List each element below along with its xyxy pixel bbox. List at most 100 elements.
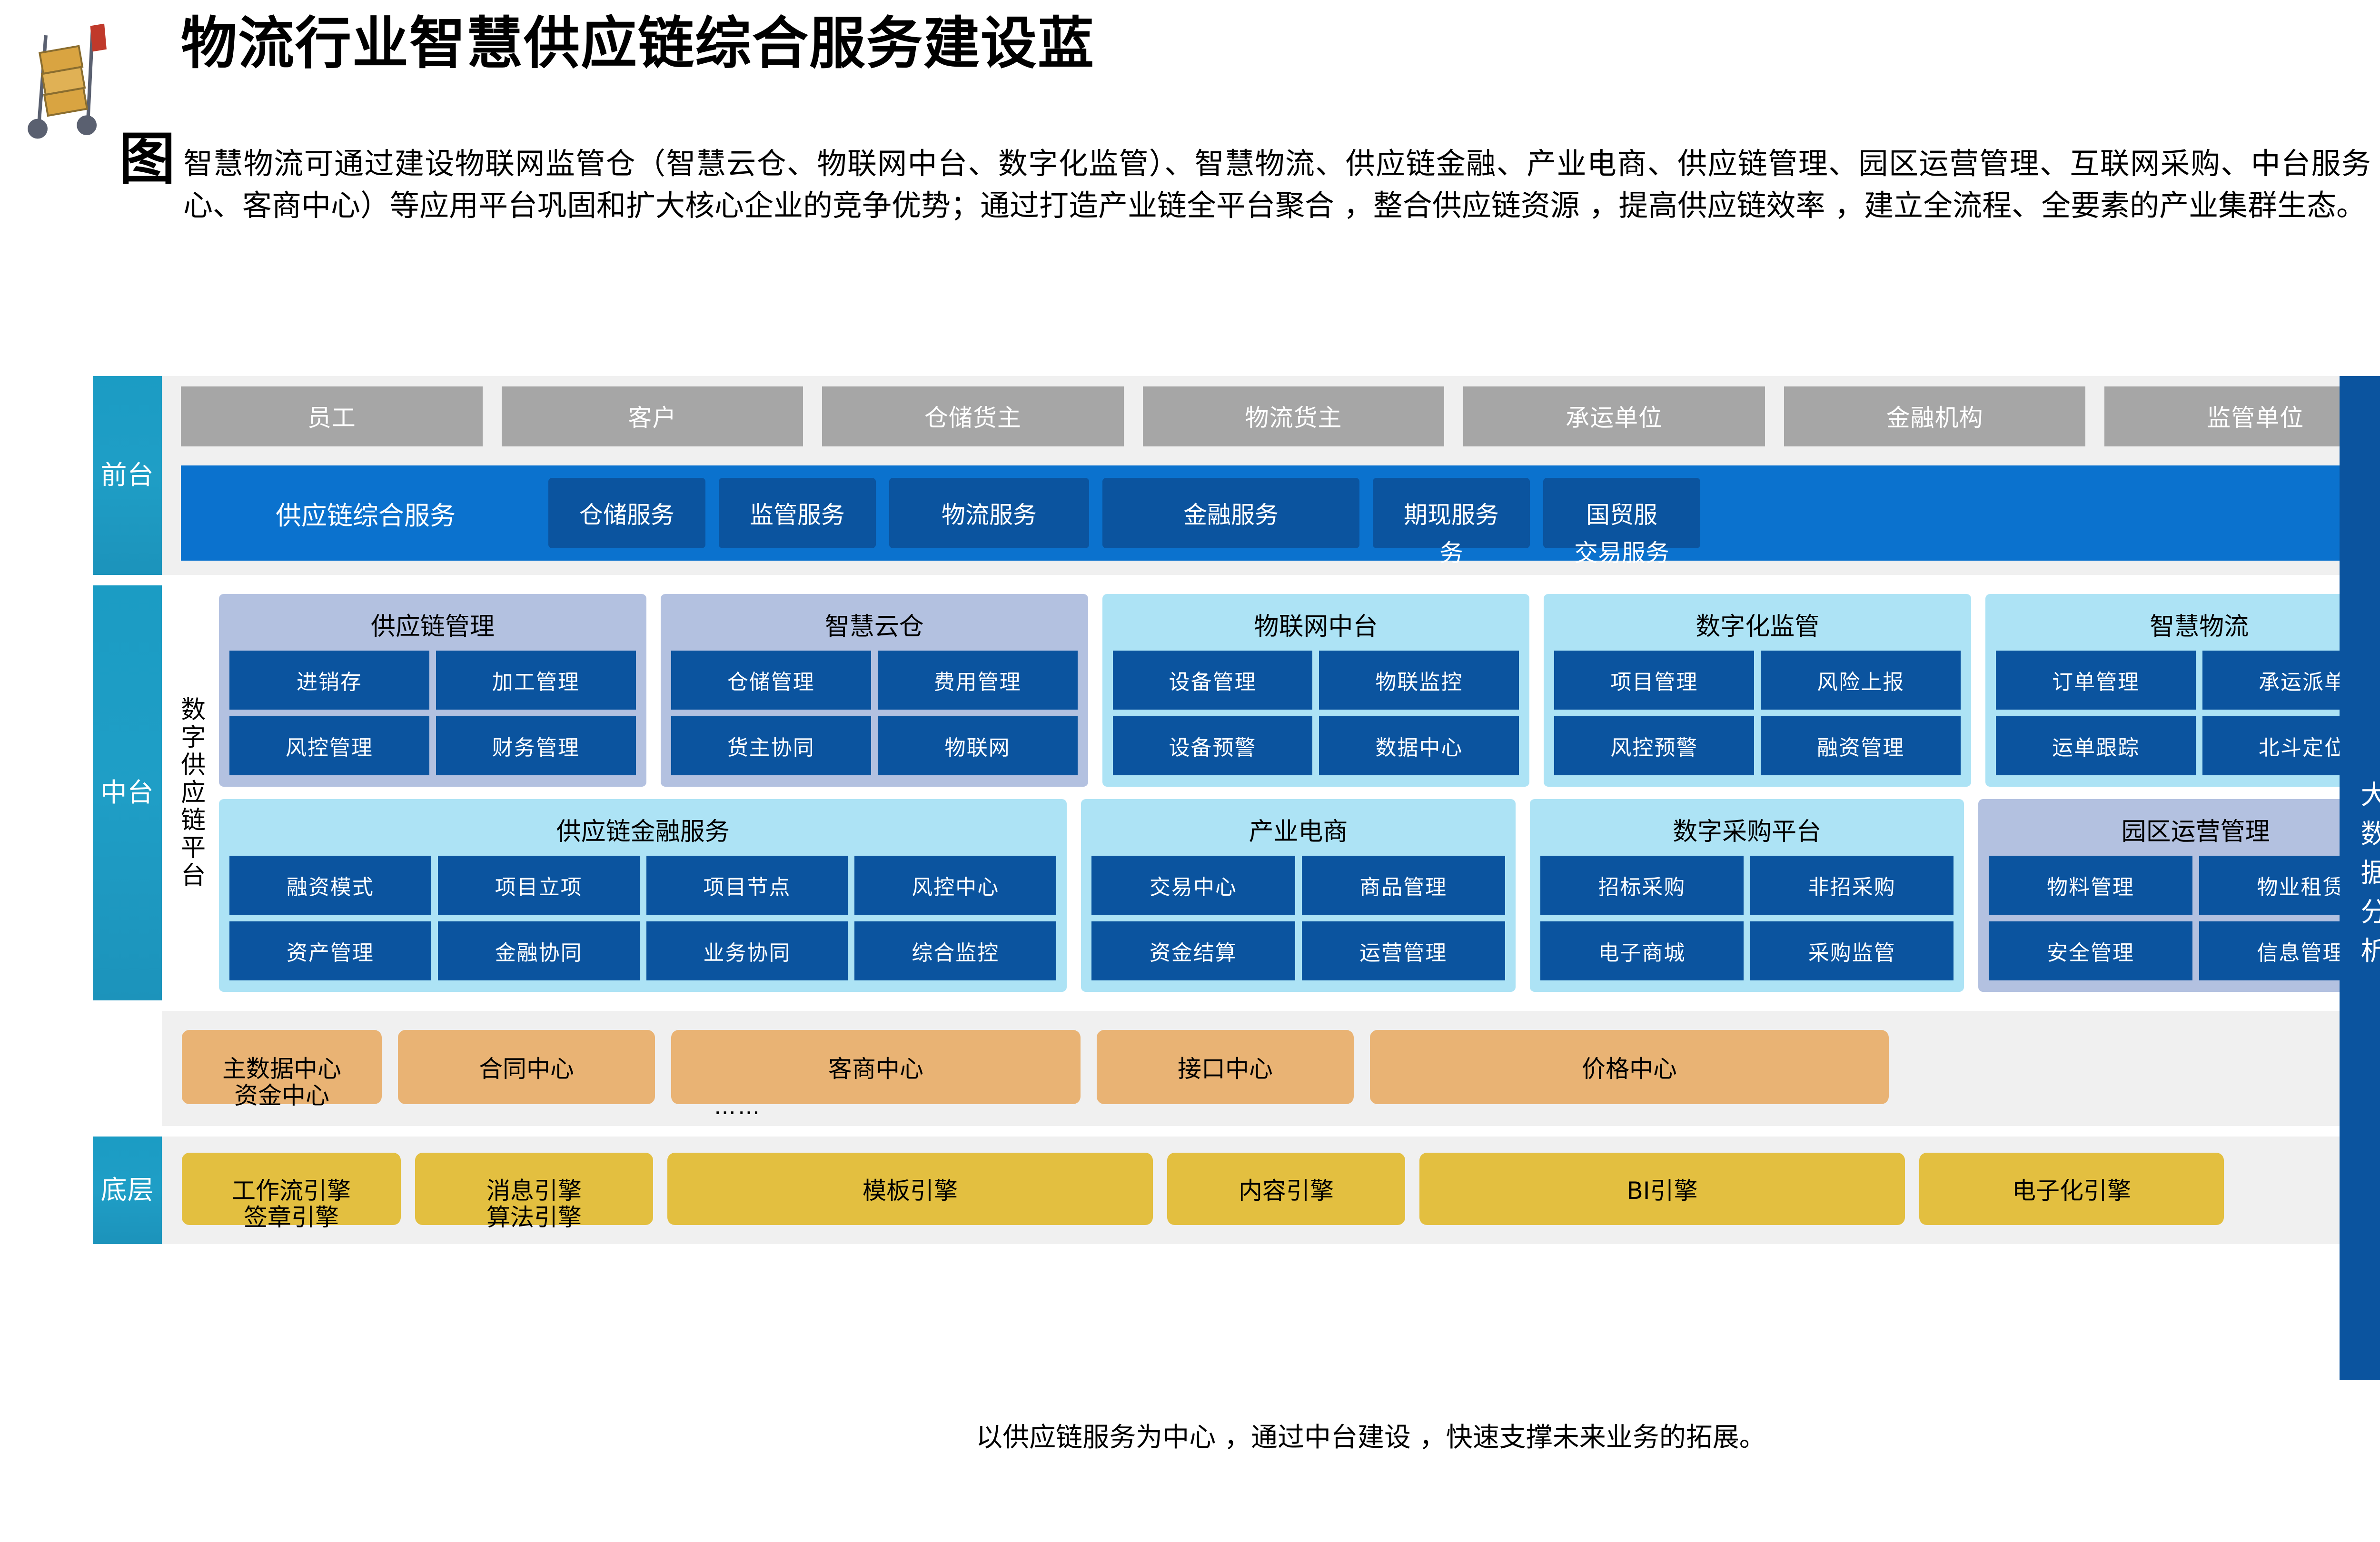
group-title: 智慧物流 xyxy=(2150,613,2249,641)
module-tile[interactable]: 项目立项 xyxy=(437,856,640,915)
engine-chip[interactable]: 内容引擎 xyxy=(1167,1153,1405,1225)
engine-chip-overflow: 算法引擎 xyxy=(486,1204,582,1231)
engine-chip[interactable]: 电子化引擎 xyxy=(1919,1153,2224,1225)
band-front-stage: 前台 员工 客户 仓储货主 物流货主 承运单位 金融机构 监管单位 供应链综合服… xyxy=(93,376,2380,575)
service-chip[interactable]: 期现服务 务 xyxy=(1373,478,1530,567)
center-chip[interactable]: 价格中心 xyxy=(1370,1030,1889,1104)
group-card: 园区运营管理 物料管理 物业租赁 安全管理 信息管理 xyxy=(1978,799,2380,992)
engine-chip[interactable]: 工作流引擎 签章引擎 xyxy=(182,1153,401,1231)
module-tile[interactable]: 运单跟踪 xyxy=(1996,716,2196,775)
service-chip[interactable]: 金融服务 xyxy=(1102,478,1359,548)
band-label-front: 前台 xyxy=(93,376,162,575)
engine-chip-label: 模板引擎 xyxy=(863,1177,958,1205)
logistics-cart-icon xyxy=(28,23,107,139)
module-tile[interactable]: 资产管理 xyxy=(229,921,431,980)
center-chip[interactable]: 客商中心 xyxy=(671,1030,1081,1104)
engine-chip-overflow: 签章引擎 xyxy=(244,1204,339,1231)
band-label-centers xyxy=(93,1011,162,1126)
group-title: 数字采购平台 xyxy=(1673,818,1822,846)
module-tile[interactable]: 运营管理 xyxy=(1301,921,1505,980)
module-tile[interactable]: 进销存 xyxy=(229,651,429,710)
module-tile[interactable]: 设备管理 xyxy=(1112,651,1313,710)
module-tile[interactable]: 交易中心 xyxy=(1091,856,1295,915)
module-tile[interactable]: 非招采购 xyxy=(1750,856,1954,915)
group-card: 供应链金融服务 融资模式 项目立项 项目节点 风控中心 资产管理 金融协同 业务… xyxy=(219,799,1067,992)
module-tile[interactable]: 电子商城 xyxy=(1540,921,1744,980)
actor-chip[interactable]: 承运单位 xyxy=(1463,386,1765,446)
module-tile[interactable]: 物联网 xyxy=(877,716,1078,775)
module-tile[interactable]: 资金结算 xyxy=(1091,921,1295,980)
engine-chip-label: 内容引擎 xyxy=(1239,1177,1334,1205)
engine-chip[interactable]: 模板引擎 xyxy=(667,1153,1153,1225)
group-card: 数字采购平台 招标采购 非招采购 电子商城 采购监管 xyxy=(1529,799,1964,992)
module-tile[interactable]: 项目管理 xyxy=(1554,651,1755,710)
module-tile[interactable]: 业务协同 xyxy=(646,921,848,980)
module-tile[interactable]: 货主协同 xyxy=(671,716,871,775)
group-title: 供应链管理 xyxy=(370,613,495,641)
actor-row: 员工 客户 仓储货主 物流货主 承运单位 金融机构 监管单位 xyxy=(181,386,2380,446)
group-card: 智慧云仓 仓储管理 费用管理 货主协同 物联网 xyxy=(660,594,1088,787)
intro-paragraph: 智慧物流可通过建设物联网监管仓（智慧云仓、物联网中台、数字化监管）、智慧物流、供… xyxy=(183,146,2380,223)
module-tile[interactable]: 融资模式 xyxy=(229,856,431,915)
center-chip[interactable]: 接口中心 xyxy=(1097,1030,1354,1104)
actor-chip[interactable]: 员工 xyxy=(181,386,483,446)
architecture-diagram: 前台 员工 客户 仓储货主 物流货主 承运单位 金融机构 监管单位 供应链综合服… xyxy=(93,376,2380,1244)
module-tile[interactable]: 仓储管理 xyxy=(671,651,871,710)
service-chip-overflow: 交易服务 xyxy=(1574,539,1669,567)
band-label-bottom: 底层 xyxy=(93,1137,162,1244)
band-label-middle: 中台 xyxy=(93,585,162,1000)
group-card: 物联网中台 设备管理 物联监控 设备预警 数据中心 xyxy=(1102,594,1530,787)
band-bottom-stage: 底层 工作流引擎 签章引擎 消息引擎 算法引擎 模板引擎 内容引擎 BI引擎 xyxy=(93,1137,2380,1244)
service-chip-label: 物流服务 xyxy=(942,501,1037,529)
group-card: 产业电商 交易中心 商品管理 资金结算 运营管理 xyxy=(1081,799,1516,992)
actor-chip[interactable]: 监管单位 xyxy=(2104,386,2380,446)
actor-chip[interactable]: 仓储货主 xyxy=(822,386,1124,446)
band-centers: 主数据中心 资金中心 合同中心 客商中心 接口中心 价格中心 …… xyxy=(93,1011,2380,1126)
center-chip[interactable]: 主数据中心 资金中心 xyxy=(182,1030,382,1109)
module-tile[interactable]: 综合监控 xyxy=(854,921,1057,980)
module-tile[interactable]: 金融协同 xyxy=(437,921,640,980)
engine-chip-label: 消息引擎 xyxy=(486,1177,582,1205)
engine-chip[interactable]: BI引擎 xyxy=(1419,1153,1905,1225)
group-title: 产业电商 xyxy=(1249,818,1348,846)
service-chip-label: 监管服务 xyxy=(750,501,845,529)
module-tile[interactable]: 费用管理 xyxy=(877,651,1078,710)
center-chip-label: 合同中心 xyxy=(479,1055,574,1083)
module-tile[interactable]: 财务管理 xyxy=(436,716,636,775)
module-tile[interactable]: 项目节点 xyxy=(646,856,848,915)
module-tile[interactable]: 数据中心 xyxy=(1319,716,1519,775)
module-tile[interactable]: 招标采购 xyxy=(1540,856,1744,915)
center-chip[interactable]: 合同中心 xyxy=(398,1030,655,1104)
service-chip[interactable]: 监管服务 xyxy=(719,478,876,548)
module-tile[interactable]: 风险上报 xyxy=(1761,651,1961,710)
actor-chip[interactable]: 金融机构 xyxy=(1784,386,2086,446)
service-chip[interactable]: 国贸服 交易服务 xyxy=(1543,478,1700,567)
module-tile[interactable]: 加工管理 xyxy=(436,651,636,710)
service-chip[interactable]: 仓储服务 xyxy=(548,478,705,548)
service-chip[interactable]: 物流服务 xyxy=(889,478,1089,548)
module-tile[interactable]: 安全管理 xyxy=(1989,921,2192,980)
module-tile[interactable]: 融资管理 xyxy=(1761,716,1961,775)
module-tile[interactable]: 风控预警 xyxy=(1554,716,1755,775)
group-card: 供应链管理 进销存 加工管理 风控管理 财务管理 xyxy=(219,594,646,787)
module-tile[interactable]: 订单管理 xyxy=(1996,651,2196,710)
engine-chip-label: BI引擎 xyxy=(1626,1177,1698,1205)
module-tile[interactable]: 物料管理 xyxy=(1989,856,2192,915)
center-chip-label: 客商中心 xyxy=(828,1055,923,1083)
service-bar: 供应链综合服务 仓储服务 监管服务 物流服务 金融服务 期现服务 xyxy=(181,465,2380,567)
module-tile[interactable]: 商品管理 xyxy=(1301,856,1505,915)
module-tile[interactable]: 风控管理 xyxy=(229,716,429,775)
service-main-label: 供应链综合服务 xyxy=(276,500,456,531)
module-tile[interactable]: 采购监管 xyxy=(1750,921,1954,980)
module-tile[interactable]: 设备预警 xyxy=(1112,716,1313,775)
actor-chip[interactable]: 客户 xyxy=(501,386,803,446)
service-chip-label: 期现服务 xyxy=(1404,501,1499,529)
module-tile[interactable]: 物联监控 xyxy=(1319,651,1519,710)
engine-chip[interactable]: 消息引擎 算法引擎 xyxy=(415,1153,653,1231)
service-chip-label: 国贸服 xyxy=(1586,501,1657,529)
group-card: 数字化监管 项目管理 风险上报 风控预警 融资管理 xyxy=(1544,594,1972,787)
engine-chip-label: 工作流引擎 xyxy=(232,1177,351,1205)
module-tile[interactable]: 风控中心 xyxy=(854,856,1057,915)
ellipsis-separator: …… xyxy=(714,1094,762,1119)
actor-chip[interactable]: 物流货主 xyxy=(1142,386,1445,446)
